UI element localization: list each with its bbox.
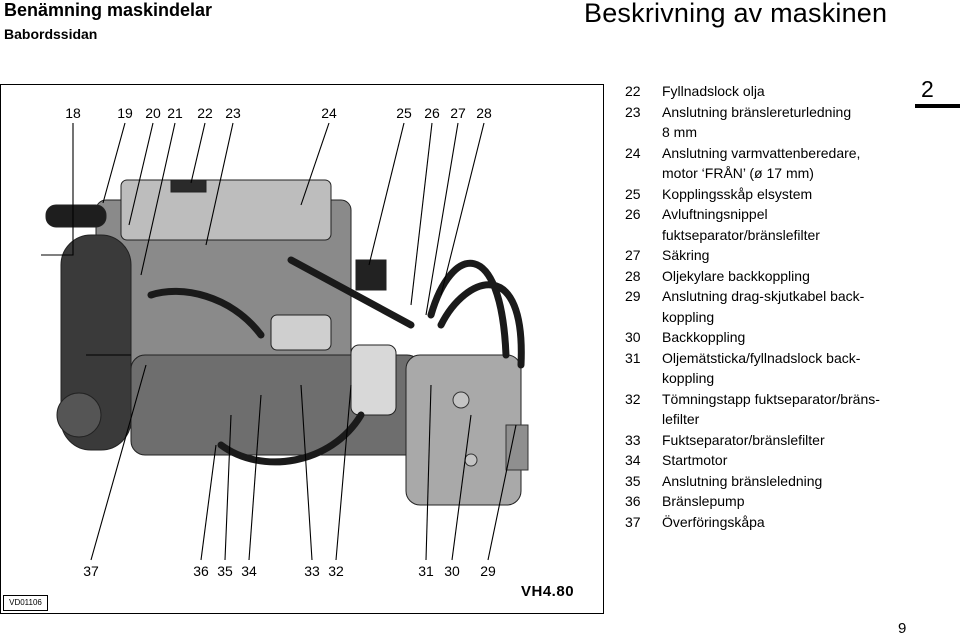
legend-item: 36 Bränslepump — [625, 491, 925, 512]
legend-number: 26 — [625, 206, 641, 222]
callout-label: 32 — [328, 563, 344, 579]
legend-text: Avluftningsnippel — [662, 206, 768, 222]
legend-number: 33 — [625, 431, 641, 448]
parts-legend: 22 Fyllnadslock olja 23 Anslutning bräns… — [625, 81, 925, 532]
legend-number: 27 — [625, 247, 641, 263]
legend-item: 33 Fuktseparator/bränslefilter — [625, 430, 925, 451]
callout-label: 30 — [444, 563, 460, 579]
legend-text: lefilter — [662, 411, 700, 427]
callout-label: 29 — [480, 563, 496, 579]
callout-label: 23 — [225, 105, 241, 121]
legend-text: Anslutning drag-skjutkabel back- — [662, 288, 865, 304]
legend-item: 35 Anslutning bränsleledning — [625, 471, 925, 492]
legend-text: Oljemätsticka/fyllnadslock back- — [662, 349, 861, 366]
legend-text: Backkoppling — [662, 329, 746, 345]
legend-text: Anslutning bränslereturledning — [662, 103, 852, 120]
legend-item: 22 Fyllnadslock olja — [625, 81, 925, 102]
legend-number: 30 — [625, 329, 641, 345]
transmission-detail — [452, 391, 529, 471]
legend-text: Säkring — [662, 247, 710, 263]
legend-number: 36 — [625, 493, 641, 509]
section-subtitle: Babordssidan — [4, 26, 98, 42]
legend-text: Anslutning varmvattenberedare, — [662, 144, 861, 161]
page-number: 9 — [898, 620, 907, 637]
engine-model-label: VH4.80 — [521, 583, 575, 600]
legend-item: 28 Oljekylare backkoppling — [625, 266, 925, 287]
section-title: Benämning maskindelar — [4, 0, 213, 20]
callout-label: 33 — [304, 563, 320, 579]
legend-number: 32 — [625, 390, 641, 407]
legend-text: motor ‘FRÅN’ (ø 17 mm) — [662, 165, 814, 181]
legend-number: 28 — [625, 267, 641, 284]
legend-number: 25 — [625, 185, 641, 202]
legend-text: Fyllnadslock olja — [662, 83, 765, 99]
legend-item: 31 Oljemätsticka/fyllnadslock back- kopp… — [625, 348, 925, 389]
legend-item: 29 Anslutning drag-skjutkabel back- kopp… — [625, 286, 925, 327]
legend-text: Anslutning bränsleledning — [662, 472, 823, 489]
callout-label: 25 — [396, 105, 412, 121]
legend-item: 27 Säkring — [625, 245, 925, 266]
leader-lines — [41, 122, 517, 561]
section-number: 2 — [921, 76, 934, 102]
callout-label: 31 — [418, 563, 434, 579]
legend-text: Tömningstapp fuktseparator/bräns- — [662, 390, 880, 407]
legend-item: 24 Anslutning varmvattenberedare, motor … — [625, 143, 925, 184]
engine-illustration — [41, 122, 529, 561]
callout-label: 21 — [167, 105, 183, 121]
legend-text: Kopplingsskåp elsystem — [662, 185, 813, 202]
legend-item: 34 Startmotor — [625, 450, 925, 471]
legend-text: koppling — [662, 308, 715, 325]
legend-number: 34 — [625, 452, 641, 468]
legend-number: 31 — [625, 349, 641, 366]
legend-item: 37 Överföringskåpa — [625, 512, 925, 533]
legend-text: koppling — [662, 370, 715, 386]
callout-label: 34 — [241, 563, 257, 579]
legend-number: 22 — [625, 83, 641, 99]
legend-text: Fuktseparator/bränslefilter — [662, 431, 825, 448]
image-code-label: VD01106 — [3, 595, 48, 611]
legend-text: Oljekylare backkoppling — [662, 267, 810, 284]
legend-number: 29 — [625, 288, 641, 304]
callout-label: 27 — [450, 105, 466, 121]
legend-text: 8 mm — [662, 124, 697, 140]
legend-text: fuktseparator/bränslefilter — [662, 226, 820, 243]
legend-text: Startmotor — [662, 452, 728, 468]
legend-number: 37 — [625, 513, 641, 530]
engine-block — [45, 179, 522, 506]
callout-label: 24 — [321, 105, 337, 121]
chapter-title: Beskrivning av maskinen — [584, 0, 888, 28]
legend-number: 35 — [625, 472, 641, 489]
callout-label: 22 — [197, 105, 213, 121]
callout-label: 28 — [476, 105, 492, 121]
legend-text: Överföringskåpa — [662, 513, 765, 530]
callout-label: 19 — [117, 105, 133, 121]
legend-text: Bränslepump — [662, 493, 745, 509]
callout-label: 35 — [217, 563, 233, 579]
section-rule — [915, 104, 960, 108]
engine-figure: 18 19 20 21 22 23 24 25 26 27 28 37 36 3… — [0, 84, 604, 614]
legend-item: 25 Kopplingsskåp elsystem — [625, 184, 925, 205]
callout-label: 20 — [145, 105, 161, 121]
top-callouts: 18 19 20 21 22 23 24 25 26 27 28 — [1, 105, 603, 125]
callout-label: 37 — [83, 563, 99, 579]
legend-number: 24 — [625, 144, 641, 161]
legend-number: 23 — [625, 103, 641, 120]
callout-label: 36 — [193, 563, 209, 579]
callout-label: 18 — [65, 105, 81, 121]
legend-item: 23 Anslutning bränslereturledning 8 mm — [625, 102, 925, 143]
legend-item: 32 Tömningstapp fuktseparator/bräns- lef… — [625, 389, 925, 430]
hoses — [147, 256, 525, 466]
legend-item: 30 Backkoppling — [625, 327, 925, 348]
bottom-callouts: 37 36 35 34 33 32 31 30 29 — [1, 563, 603, 583]
callout-label: 26 — [424, 105, 440, 121]
legend-item: 26 Avluftningsnippel fuktseparator/bräns… — [625, 204, 925, 245]
